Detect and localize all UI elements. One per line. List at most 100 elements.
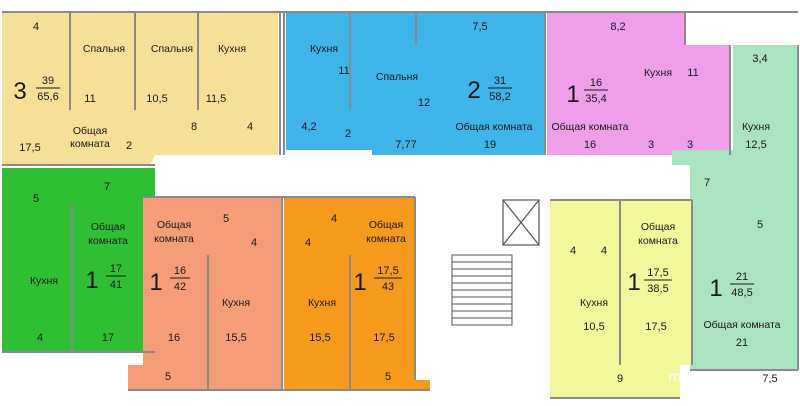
room-area: 5 — [385, 371, 391, 383]
room-count: 2 — [467, 77, 480, 104]
room-area: 10,5 — [583, 321, 604, 333]
room-name: Общая — [641, 221, 675, 233]
room-area: 16 — [168, 332, 180, 344]
room-name: комната — [70, 138, 110, 150]
room-count: 1 — [353, 269, 366, 296]
room-area: 4 — [601, 245, 607, 257]
room-count: 1 — [85, 267, 98, 294]
room-area: 7 — [704, 177, 710, 189]
room-area: 17,5 — [373, 332, 394, 344]
apartment-fill — [2, 168, 155, 352]
apartment-fill — [284, 197, 430, 390]
total-area: 42 — [174, 281, 186, 293]
room-name: комната — [366, 233, 406, 245]
room-area: 4 — [37, 332, 43, 344]
room-area: 11 — [338, 65, 349, 77]
room-name: Кухня — [742, 121, 770, 133]
total-area: 35,4 — [585, 93, 606, 105]
room-name: Спальня — [83, 43, 125, 55]
room-area: 7,5 — [472, 21, 487, 33]
total-area: 48,5 — [731, 287, 752, 299]
living-area: 17,5 — [377, 265, 398, 277]
room-area: 21 — [736, 337, 748, 349]
room-name: Кухня — [580, 297, 608, 309]
total-area: 38,5 — [647, 283, 668, 295]
living-area: 16 — [590, 77, 602, 89]
room-name: Общая — [73, 125, 107, 137]
room-count: 1 — [627, 269, 640, 296]
living-area: 17 — [110, 263, 122, 275]
room-area: 11 — [84, 93, 95, 105]
room-area: 4 — [247, 121, 253, 133]
room-area: 7 — [104, 181, 110, 193]
apartment-fill — [547, 12, 730, 155]
room-area: 3,4 — [752, 53, 767, 65]
total-area: 65,6 — [37, 91, 58, 103]
room-name: Общая комната — [552, 121, 629, 133]
room-area: 3 — [687, 139, 693, 151]
living-area: 21 — [736, 271, 748, 283]
room-count: 3 — [13, 78, 26, 105]
total-area: 43 — [382, 281, 394, 293]
room-name: Кухня — [222, 297, 250, 309]
room-area: 16 — [584, 139, 596, 151]
room-name: Кухня — [308, 297, 336, 309]
room-name: Спальня — [376, 71, 418, 83]
total-area: 58,2 — [489, 91, 510, 103]
room-name: Общая комната — [704, 319, 781, 331]
room-area: 7,5 — [762, 373, 777, 385]
room-area: 4,2 — [301, 121, 316, 133]
room-count: 1 — [709, 275, 722, 302]
room-area: 15,5 — [309, 332, 330, 344]
watermark: metrpro.ru — [668, 369, 742, 386]
room-name: комната — [88, 235, 128, 247]
room-area: 12,5 — [745, 139, 766, 151]
apartment-1-room-43[interactable]: 4 4 Общая комната Кухня 15,5 17,5 5 1 17… — [284, 197, 430, 390]
living-area: 31 — [494, 75, 506, 87]
room-area: 5 — [223, 213, 229, 225]
staircase — [451, 254, 513, 326]
room-area: 5 — [165, 371, 171, 383]
apartment-fill — [672, 45, 798, 370]
room-name: Кухня — [30, 275, 58, 287]
room-name: Общая — [157, 219, 191, 231]
room-area: 17,5 — [19, 142, 40, 154]
room-area: 4 — [251, 237, 257, 249]
room-count: 1 — [566, 81, 579, 108]
room-area: 4 — [305, 237, 311, 249]
room-area: 17,5 — [645, 321, 666, 333]
interior-walls — [2, 11, 799, 399]
room-area: 4 — [331, 213, 337, 225]
room-area: 15,5 — [225, 332, 246, 344]
living-area: 17,5 — [647, 267, 668, 279]
room-name: Спальня — [151, 43, 193, 55]
room-area: 11,5 — [206, 93, 227, 105]
room-name: Общая комната — [456, 121, 533, 133]
room-name: Кухня — [644, 67, 672, 79]
room-area: 9 — [617, 373, 623, 385]
room-area: 5 — [33, 193, 39, 205]
room-area: 5 — [757, 219, 763, 231]
room-count: 1 — [149, 269, 162, 296]
room-area: 3 — [648, 139, 654, 151]
apartment-1-room-48-5[interactable]: 3,4 Кухня 12,5 7 5 Общая комната 21 7,5 … — [672, 45, 798, 385]
room-name: Кухня — [218, 43, 246, 55]
living-area: 16 — [174, 265, 186, 277]
elevator-shaft — [502, 199, 540, 246]
living-area: 39 — [42, 75, 54, 87]
apartment-1-room-35-4[interactable]: 8,2 Кухня 11 Общая комната 16 3 3 1 16 3… — [547, 12, 730, 155]
total-area: 41 — [110, 279, 122, 291]
room-name: Общая — [91, 221, 125, 233]
apartment-1-room-42[interactable]: Общая комната 5 4 Кухня 16 15,5 5 1 16 4… — [128, 197, 282, 390]
apartment-3-room-65-6[interactable]: 4 Спальня Спальня Кухня 11 10,5 11,5 8 4… — [2, 12, 278, 165]
apartment-fill — [128, 197, 282, 390]
room-area: 7,77 — [395, 139, 416, 151]
apartment-1-room-41[interactable]: 5 7 Общая комната Кухня 4 17 1 17 41 — [2, 168, 155, 352]
room-name: комната — [638, 235, 678, 247]
room-area: 17 — [102, 332, 114, 344]
room-area: 8 — [191, 121, 197, 133]
room-name: Кухня — [310, 43, 338, 55]
room-area: 12 — [418, 97, 430, 109]
room-area: 19 — [484, 139, 496, 151]
